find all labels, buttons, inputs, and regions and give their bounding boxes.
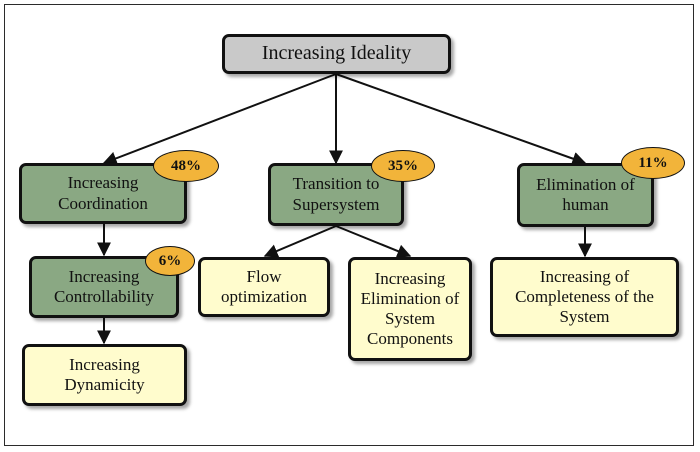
- node-increasing-elimination-of-system-components: Increasing Elimination of System Compone…: [348, 257, 472, 361]
- node-increasing-dynamicity: Increasing Dynamicity: [22, 344, 187, 406]
- node-label: Increasing Coordination: [58, 173, 148, 213]
- node-label: Transition to Supersystem: [292, 174, 380, 214]
- node-label: Increasing Elimination of System Compone…: [360, 268, 460, 349]
- node-label: Increasing Controllability: [53, 266, 155, 306]
- node-transition-to-supersystem: Transition to Supersystem: [268, 163, 404, 226]
- node-increasing-controllability: Increasing Controllability: [29, 256, 179, 318]
- arrow-supersystem-to-components: [335, 225, 412, 258]
- percent-badge-elimination-human: 11%: [621, 147, 685, 179]
- node-increasing-completeness: Increasing of Completeness of the System: [490, 257, 679, 337]
- node-label: Flow optimization: [221, 266, 307, 306]
- node-label: Increasing Dynamicity: [64, 354, 145, 394]
- node-increasing-coordination: Increasing Coordination: [19, 163, 187, 224]
- percent-badge-controllability: 6%: [145, 246, 195, 276]
- arrow-supersystem-to-flow: [263, 225, 337, 258]
- arrow-root-to-elimination-human: [335, 73, 587, 166]
- root-label: Increasing Ideality: [261, 42, 412, 65]
- percent-badge-supersystem: 35%: [371, 150, 435, 182]
- node-label: Increasing of Completeness of the System: [515, 266, 654, 327]
- root-node: Increasing Ideality: [222, 34, 451, 74]
- node-flow-optimization: Flow optimization: [198, 257, 330, 317]
- arrow-root-to-coordination: [102, 73, 337, 166]
- node-label: Elimination of human: [536, 174, 635, 214]
- percent-badge-coordination: 48%: [153, 150, 219, 182]
